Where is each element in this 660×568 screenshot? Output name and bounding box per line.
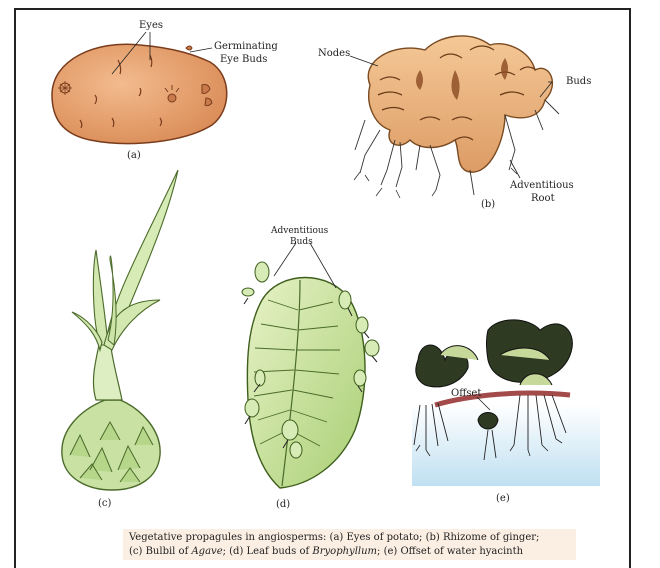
eyes-label: Eyes [139, 20, 163, 32]
nodes-label: Nodes [318, 48, 350, 60]
figure-caption-box: Vegetative propagules in angiosperms: (a… [123, 529, 576, 560]
potato-illustration [52, 32, 227, 144]
adventitious-root-line2: Root [531, 193, 555, 205]
caption-agave: Agave [191, 546, 222, 557]
germinating-label-line2: Eye Buds [220, 54, 267, 66]
caption-line-2: (c) Bulbil of Agave; (d) Leaf buds of Br… [129, 546, 523, 557]
figure-a-caption: (a) [127, 150, 141, 162]
offset-label: Offset [451, 388, 481, 400]
buds-label: Buds [566, 76, 591, 88]
ginger-rhizome-illustration [350, 36, 559, 198]
caption-line-1: Vegetative propagules in angiosperms: (a… [129, 532, 539, 543]
figure-e-caption: (e) [496, 493, 510, 505]
adventitious-buds-line2: Buds [290, 236, 313, 248]
water-hyacinth-illustration [412, 320, 600, 486]
caption-line-2-part3: ; (e) Offset of water hyacinth [377, 546, 523, 557]
figure-c-caption: (c) [98, 498, 111, 510]
caption-bryophyllum: Bryophyllum [312, 546, 377, 557]
caption-line-2-part2: ; (d) Leaf buds of [223, 546, 313, 557]
agave-bulbil-illustration [62, 170, 178, 490]
germinating-label-line1: Germinating [214, 41, 278, 53]
caption-line-2-part1: (c) Bulbil of [129, 546, 191, 557]
bryophyllum-leaf-illustration [242, 243, 379, 488]
figure-d-caption: (d) [276, 499, 290, 511]
figure-b-caption: (b) [481, 199, 495, 211]
adventitious-root-line1: Adventitious [510, 180, 574, 192]
